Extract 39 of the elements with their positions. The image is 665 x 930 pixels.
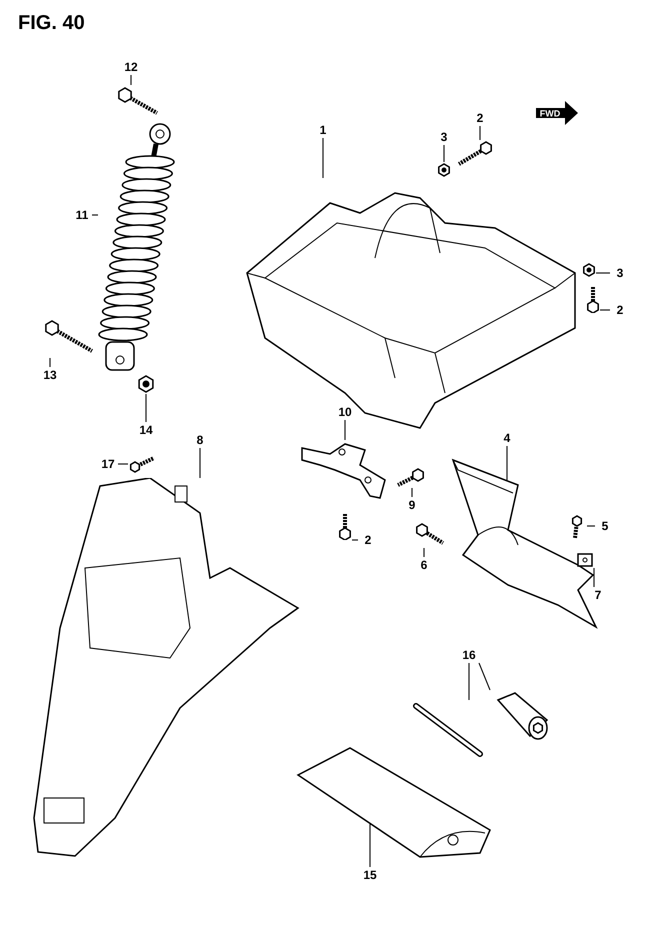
callout-number: 15 <box>360 867 380 883</box>
callout-number: 14 <box>136 422 156 438</box>
leader-line <box>322 138 324 178</box>
screw-drawing <box>395 468 425 488</box>
callout-number: 1 <box>313 122 333 138</box>
callout-number: 7 <box>588 587 608 603</box>
nut-drawing <box>136 374 156 394</box>
leader-line <box>92 214 98 216</box>
leader-line <box>344 420 346 440</box>
callout-number: 3 <box>434 129 454 145</box>
callout-number: 4 <box>497 430 517 446</box>
callout-number: 17 <box>98 456 118 472</box>
leader-line <box>130 74 132 86</box>
callout-number: 16 <box>459 647 479 663</box>
nut-drawing <box>436 162 452 178</box>
callout-number: 8 <box>190 432 210 448</box>
callout-number: 12 <box>121 59 141 75</box>
callout-number: 9 <box>402 497 422 513</box>
callout-number: 6 <box>414 557 434 573</box>
callout-number: 10 <box>335 404 355 420</box>
callout-number: 2 <box>358 532 378 548</box>
callout-number: 5 <box>595 518 615 534</box>
bolt-drawing <box>455 140 493 168</box>
screw-drawing <box>128 455 156 473</box>
shock-absorber-drawing <box>98 122 175 372</box>
callout-number: 2 <box>610 302 630 318</box>
callout-number: 11 <box>72 207 92 223</box>
direction-arrow: FWD <box>535 100 579 126</box>
leader-line <box>506 446 508 482</box>
callout-number: 3 <box>610 265 630 281</box>
tool-bar-drawing <box>410 700 485 760</box>
leader-line <box>596 272 610 274</box>
clip-nut-drawing <box>576 552 594 568</box>
leader-line <box>478 662 490 690</box>
nut-drawing <box>582 263 596 277</box>
callout-number: 13 <box>40 367 60 383</box>
callout-number: 2 <box>470 110 490 126</box>
leader-line <box>468 662 470 700</box>
figure-title: FIG. 40 <box>18 12 85 35</box>
